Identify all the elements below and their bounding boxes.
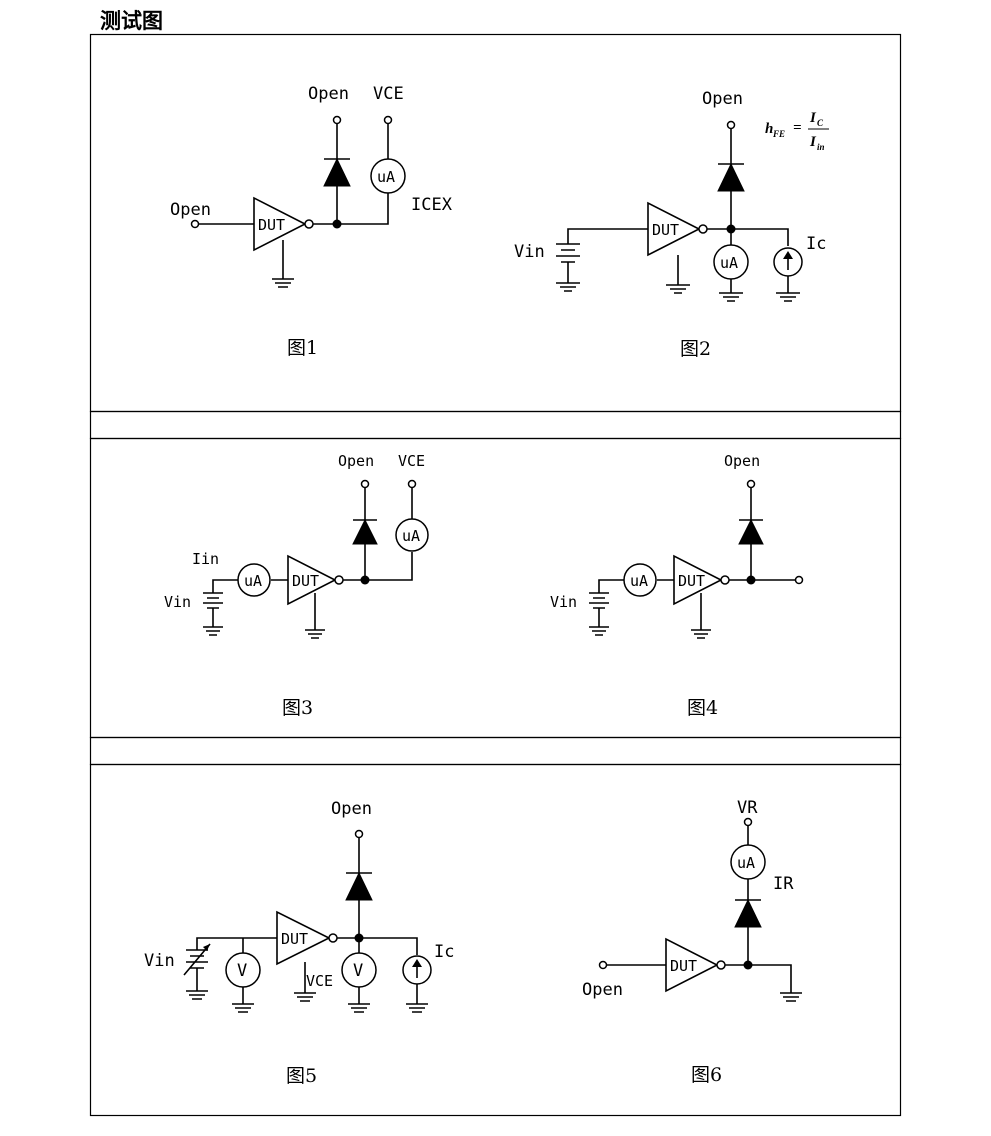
svg-text:V: V — [353, 961, 363, 981]
fig5-diode — [345, 871, 373, 901]
fig4-open-terminal — [746, 479, 756, 489]
svg-text:uA: uA — [244, 572, 262, 590]
svg-text:DUT: DUT — [670, 957, 697, 975]
fig4-vin-label: Vin — [550, 593, 577, 611]
svg-text:DUT: DUT — [678, 572, 705, 590]
svg-text:I: I — [809, 110, 817, 126]
fig1-vce-label: VCE — [373, 84, 404, 104]
svg-text:DUT: DUT — [292, 572, 319, 590]
fig6-ammeter: uA — [730, 844, 766, 880]
svg-text:I: I — [809, 134, 817, 150]
fig5-ic-label: Ic — [434, 942, 454, 962]
fig6-vr-terminal — [743, 817, 753, 827]
svg-text:h: h — [765, 121, 773, 137]
fig4-dut-buffer: DUT — [673, 554, 730, 606]
fig2-caption: 图2 — [680, 338, 711, 360]
fig4-open-top-label: Open — [724, 452, 760, 470]
figure-3: Open VCE Iin Vin uA DUT uA — [164, 452, 429, 719]
fig2-ammeter: uA — [713, 244, 749, 302]
fig1-open-terminal — [332, 115, 342, 125]
fig1-open-input-label: Open — [170, 200, 211, 220]
svg-text:uA: uA — [402, 527, 420, 545]
svg-text:uA: uA — [737, 854, 755, 872]
fig3-open-top-label: Open — [338, 452, 374, 470]
fig1-vce-terminal — [383, 115, 393, 125]
fig6-diode — [734, 898, 762, 928]
svg-text:uA: uA — [720, 254, 738, 272]
fig4-input-ammeter: uA — [623, 563, 657, 597]
figure-4: Open Vin uA DUT 图4 — [550, 452, 804, 719]
fig2-current-source — [773, 247, 803, 302]
fig5-vce-label: VCE — [306, 972, 333, 990]
svg-text:uA: uA — [377, 168, 395, 186]
fig1-dut-buffer: DUT — [253, 196, 314, 252]
fig2-battery — [556, 243, 580, 292]
svg-text:uA: uA — [630, 572, 648, 590]
fig6-vr-label: VR — [737, 798, 758, 818]
figure-2: Open Vin Ic h FE = I C I in DUT — [514, 89, 829, 360]
fig6-dut-buffer: DUT — [665, 937, 726, 993]
svg-text:in: in — [817, 142, 825, 152]
fig5-output-voltmeter: V — [341, 952, 377, 1013]
fig4-diode — [738, 518, 764, 545]
fig3-dut-buffer: DUT — [287, 554, 344, 606]
fig6-ir-label: IR — [773, 874, 794, 894]
hfe-formula: h FE = I C I in — [765, 110, 829, 152]
fig1-input-terminal — [190, 219, 200, 229]
fig3-ammeter: uA — [395, 518, 429, 552]
figure-5: Open Vin VCE Ic V DUT — [144, 799, 454, 1087]
fig5-vin-label: Vin — [144, 951, 175, 971]
svg-text:DUT: DUT — [258, 216, 285, 234]
fig6-input-terminal — [598, 960, 608, 970]
figure-1: Open VCE Open ICEX DUT uA 图1 — [170, 84, 453, 359]
fig5-open-terminal — [354, 829, 364, 839]
svg-text:=: = — [793, 120, 802, 136]
fig3-battery — [203, 592, 223, 636]
fig3-iin-label: Iin — [192, 550, 219, 568]
fig1-open-top-label: Open — [308, 84, 349, 104]
fig3-vin-label: Vin — [164, 593, 191, 611]
svg-text:V: V — [237, 961, 247, 981]
fig3-vce-terminal — [407, 479, 417, 489]
fig2-vin-label: Vin — [514, 242, 545, 262]
svg-text:FE: FE — [772, 129, 785, 139]
fig1-ammeter: uA — [370, 158, 406, 194]
page-title: 测试图 — [100, 9, 163, 33]
fig3-vce-label: VCE — [398, 452, 425, 470]
fig1-diode — [323, 157, 351, 187]
fig5-variable-battery — [183, 943, 211, 1000]
fig3-open-terminal — [360, 479, 370, 489]
fig3-diode — [352, 518, 378, 545]
figure-frames — [89, 33, 902, 1117]
fig6-caption: 图6 — [691, 1064, 722, 1086]
fig1-icex-label: ICEX — [411, 195, 453, 215]
fig3-caption: 图3 — [282, 697, 313, 719]
fig2-ic-label: Ic — [806, 234, 826, 254]
fig6-open-input-label: Open — [582, 980, 623, 1000]
svg-text:C: C — [817, 118, 824, 128]
fig4-battery — [589, 592, 609, 636]
fig5-current-source — [402, 955, 432, 1013]
fig2-open-top-label: Open — [702, 89, 743, 109]
fig2-diode — [717, 162, 745, 192]
fig5-input-voltmeter: V — [225, 952, 261, 1013]
fig5-open-top-label: Open — [331, 799, 372, 819]
svg-text:DUT: DUT — [281, 930, 308, 948]
fig3-input-ammeter: uA — [237, 563, 271, 597]
fig1-caption: 图1 — [287, 337, 318, 359]
fig5-dut-buffer: DUT — [276, 910, 338, 966]
svg-text:DUT: DUT — [652, 221, 679, 239]
fig2-dut-buffer: DUT — [647, 201, 708, 257]
fig5-caption: 图5 — [286, 1065, 317, 1087]
fig2-open-terminal — [726, 120, 736, 130]
figure-6: VR IR Open uA DUT 图6 — [582, 798, 802, 1086]
fig4-output-terminal — [794, 575, 804, 585]
fig4-caption: 图4 — [687, 697, 718, 719]
